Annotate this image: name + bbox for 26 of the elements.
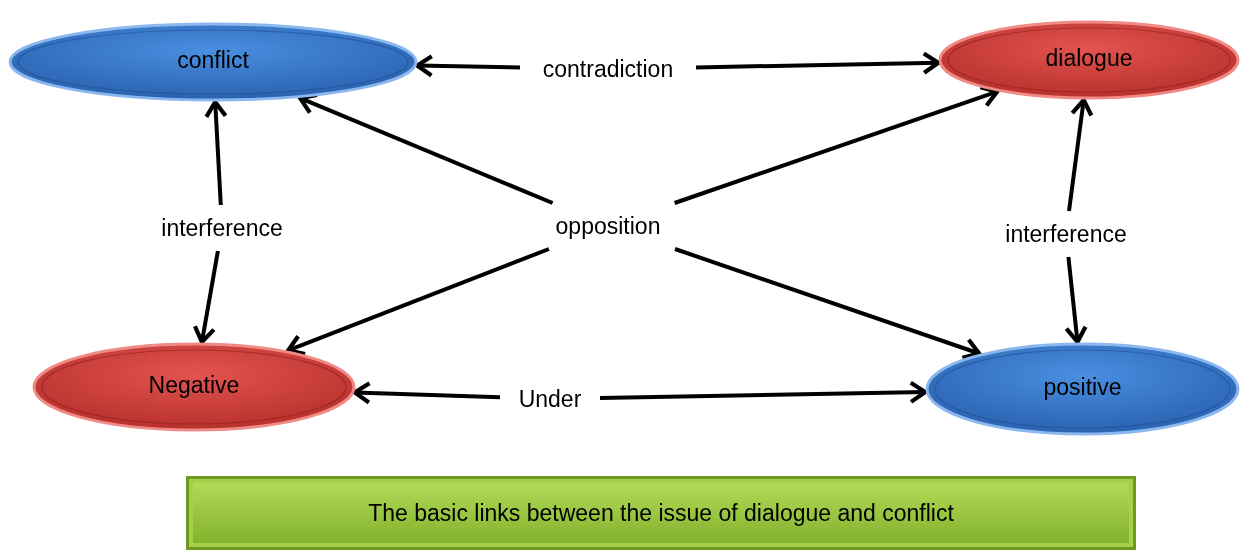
arrow <box>204 99 228 206</box>
ellipse-node <box>32 342 356 432</box>
arrow <box>674 247 982 360</box>
ellipse-node <box>925 342 1240 436</box>
edge-text: contradiction <box>542 55 674 83</box>
edge-text: Under <box>518 385 582 413</box>
ellipse-node <box>938 20 1240 100</box>
edge-text: opposition <box>555 212 661 240</box>
node-label: Negative <box>148 371 240 399</box>
arrow <box>352 381 501 405</box>
caption-box <box>186 476 1136 550</box>
edge-text: interference <box>161 214 283 242</box>
ellipse-node <box>8 22 418 102</box>
arrow <box>673 85 1000 205</box>
arrow <box>192 250 220 345</box>
edge-text: interference <box>1005 220 1127 248</box>
arrow <box>1067 97 1094 212</box>
arrow <box>286 247 550 357</box>
node-label: dialogue <box>1045 44 1133 72</box>
caption-text: The basic links between the issue of dialogue and conflict <box>368 499 954 527</box>
arrow <box>1064 256 1088 345</box>
arrow <box>599 380 928 404</box>
node-label: positive <box>1043 373 1122 401</box>
node-label: conflict <box>177 46 249 74</box>
arrow <box>695 51 941 75</box>
arrow <box>415 54 521 78</box>
